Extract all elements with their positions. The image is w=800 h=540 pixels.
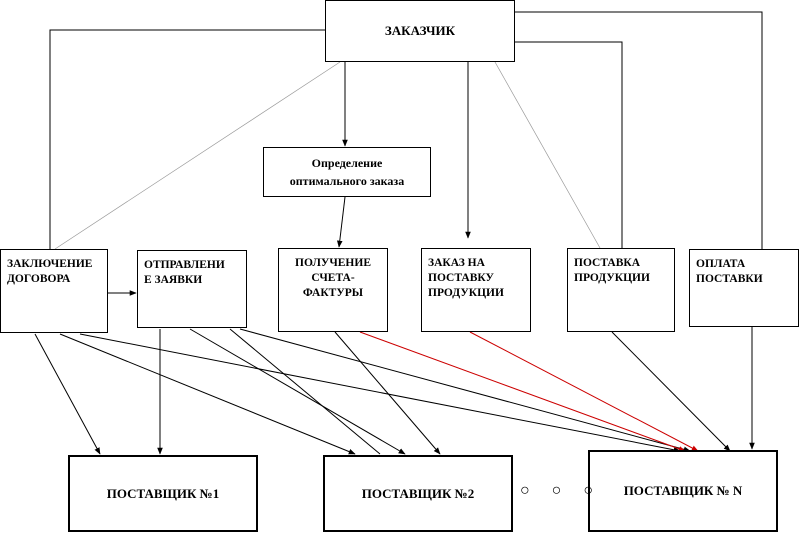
node-payment-label: ОПЛАТА ПОСТАВКИ: [696, 258, 763, 285]
node-customer-label: ЗАКАЗЧИК: [384, 23, 456, 38]
node-supplier-n-label: ПОСТАВЩИК № N: [623, 483, 743, 498]
node-customer: ЗАКАЗЧИК: [325, 0, 515, 62]
suppliers-ellipsis: ○ ○ ○: [520, 482, 602, 499]
node-optimal-order: Определение оптимального заказа: [263, 147, 431, 197]
line-request-to-supplier2: [189, 328, 406, 455]
line-customer-to-delivery: [515, 41, 623, 248]
node-contract-label: ЗАКЛЮЧЕНИЕ ДОГОВОРА: [7, 258, 93, 285]
node-receive-invoice-label: ПОЛУЧЕНИЕ СЧЕТА- ФАКТУРЫ: [295, 257, 371, 299]
node-product-delivery: ПОСТАВКА ПРОДУКЦИИ: [567, 248, 675, 332]
line-contract-to-supplier1: [34, 333, 101, 455]
line-contract-to-supplier2: [59, 333, 356, 455]
node-supplier-1: ПОСТАВЩИК №1: [68, 455, 258, 532]
node-send-request: ОТПРАВЛЕНИ Е ЗАЯВКИ: [137, 250, 247, 328]
line-invoice-to-supplierN: [359, 331, 686, 452]
line-optimal-to-invoice: [336, 196, 346, 248]
node-supplier-1-label: ПОСТАВЩИК №1: [106, 485, 220, 501]
line-order-to-supplierN: [469, 331, 699, 452]
node-receive-invoice: ПОЛУЧЕНИЕ СЧЕТА- ФАКТУРЫ: [278, 248, 388, 332]
node-send-request-label: ОТПРАВЛЕНИ Е ЗАЯВКИ: [144, 259, 225, 286]
line-customer-to-payment: [515, 11, 765, 269]
node-product-delivery-label: ПОСТАВКА ПРОДУКЦИИ: [574, 257, 650, 284]
line-delivery-to-supplierN: [611, 331, 731, 452]
node-optimal-order-label: Определение оптимального заказа: [289, 156, 405, 188]
node-supplier-n: ПОСТАВЩИК № N: [588, 450, 778, 532]
line-contract-to-supplierN: [79, 333, 681, 453]
line-invoice-to-supplier2: [334, 331, 441, 455]
diagonal-customer-contract: [54, 61, 341, 250]
line-request2-to-supplier2: [229, 328, 381, 455]
line-customer-to-contract: [49, 29, 325, 249]
node-order-delivery: ЗАКАЗ НА ПОСТАВКУ ПРОДУКЦИИ: [421, 248, 531, 332]
line-request-to-supplierN: [239, 328, 691, 453]
node-payment: ОПЛАТА ПОСТАВКИ: [689, 249, 799, 327]
node-contract: ЗАКЛЮЧЕНИЕ ДОГОВОРА: [0, 249, 108, 333]
node-supplier-2-label: ПОСТАВЩИК №2: [361, 485, 475, 501]
node-order-delivery-label: ЗАКАЗ НА ПОСТАВКУ ПРОДУКЦИИ: [428, 257, 504, 299]
diagonal-customer-delivery: [494, 61, 601, 249]
node-supplier-2: ПОСТАВЩИК №2: [323, 455, 513, 532]
